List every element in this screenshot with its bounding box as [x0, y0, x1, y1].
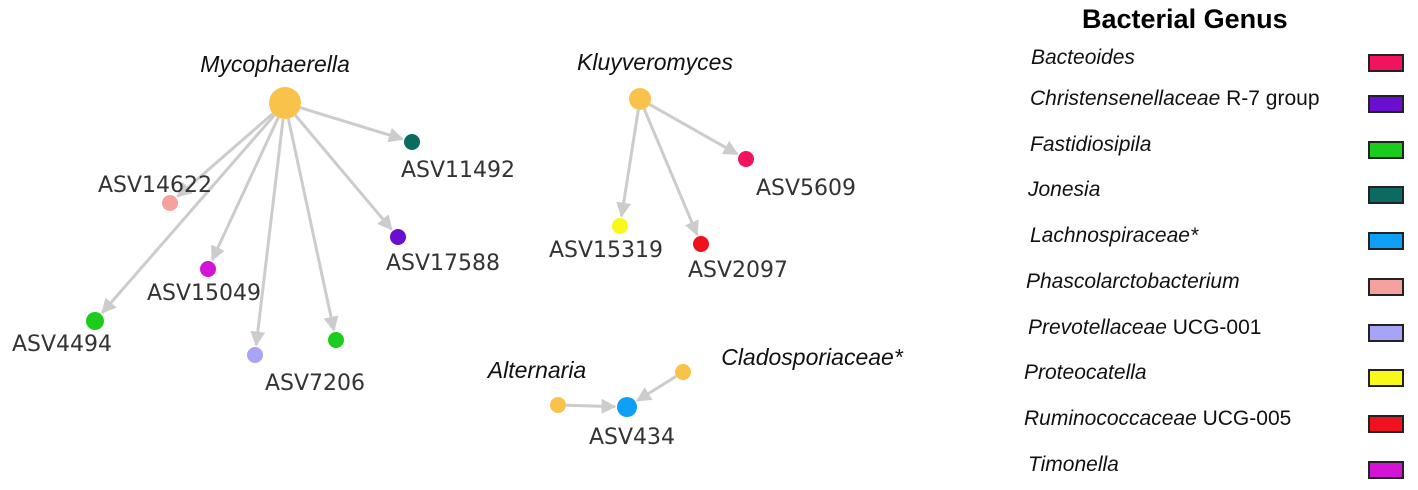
fungus-node-kluy[interactable]: [629, 88, 651, 110]
asv-node-asv_unl[interactable]: [328, 332, 344, 348]
legend-item-label: Ruminococcaceae UCG-005: [1024, 407, 1291, 431]
asv-label-asv4494: ASV4494: [12, 332, 112, 357]
legend-swatch: [1368, 461, 1404, 479]
fungus-label-myco: Mycophaerella: [200, 51, 350, 77]
fungus-label-alt: Alternaria: [486, 357, 586, 383]
fungus-label-clado: Cladosporiaceae*: [721, 344, 904, 370]
edge-myco-asv17588: [294, 114, 393, 231]
edge-myco-asv7206: [250, 118, 285, 347]
edge-myco-asv_unl: [286, 118, 339, 332]
legend-item: Timonella: [1020, 449, 1410, 487]
legend-swatch: [1368, 278, 1404, 296]
legend-item-label: Christensenellaceae R-7 group: [1030, 87, 1320, 111]
legend-item-genus: Bacteoides: [1031, 46, 1135, 69]
edge-myco-asv11492: [299, 106, 404, 143]
legend-item-genus: Phascolarctobacterium: [1026, 270, 1240, 293]
legend-item: Bacteoides: [1020, 42, 1410, 80]
legend-item: Christensenellaceae R-7 group: [1020, 83, 1410, 121]
legend-item-label: Fastidiosipila: [1030, 133, 1151, 157]
legend-item-genus: Fastidiosipila: [1030, 133, 1152, 156]
edge-clado-asv434: [635, 374, 678, 402]
legend-item-label: Bacteoides: [1031, 46, 1135, 70]
legend-item-suffix: UCG-001: [1166, 316, 1262, 339]
legend-item: Proteocatella: [1020, 357, 1410, 395]
nodes: [86, 87, 754, 417]
edge-myco-asv14622: [176, 112, 274, 198]
legend-swatch: [1368, 141, 1404, 159]
edge-kluy-asv15319: [616, 109, 640, 218]
legend-item: Ruminococcaceae UCG-005: [1020, 403, 1410, 441]
legend-item: Jonesia: [1020, 174, 1410, 212]
asv-node-asv15049[interactable]: [200, 261, 216, 277]
legend-item-genus: Ruminococcaceae: [1024, 407, 1197, 430]
asv-label-asv2097: ASV2097: [688, 258, 788, 283]
asv-node-asv14622[interactable]: [162, 195, 178, 211]
asv-node-asv15319[interactable]: [612, 218, 628, 234]
asv-label-asv434: ASV434: [589, 425, 675, 450]
asv-node-asv2097[interactable]: [693, 236, 709, 252]
legend-swatch: [1368, 369, 1404, 387]
legend-swatch: [1368, 232, 1404, 250]
legend-item-genus: Prevotellaceae: [1028, 316, 1167, 339]
legend-item-label: Phascolarctobacterium: [1026, 270, 1240, 294]
asv-node-asv5609[interactable]: [738, 151, 754, 167]
asv-node-asv7206[interactable]: [247, 347, 263, 363]
legend-item-genus: Christensenellaceae: [1030, 87, 1221, 110]
legend-item-label: Prevotellaceae UCG-001: [1028, 316, 1261, 340]
legend-swatch: [1368, 95, 1404, 113]
legend-item-genus: Timonella: [1028, 453, 1119, 476]
asv-label-asv14622: ASV14622: [98, 173, 212, 198]
legend-item-label: Timonella: [1028, 453, 1119, 477]
legend-swatch: [1368, 415, 1404, 433]
asv-node-asv11492[interactable]: [404, 134, 420, 150]
fungus-node-clado[interactable]: [675, 364, 691, 380]
asv-label-asv15049: ASV15049: [147, 281, 261, 306]
legend-swatch: [1368, 324, 1404, 342]
edge-kluy-asv2097: [642, 108, 699, 237]
legend-item-label: Proteocatella: [1024, 361, 1147, 385]
legend-swatch: [1368, 54, 1404, 72]
asv-label-asv15319: ASV15319: [549, 238, 663, 263]
legend-item-label: Lachnospiraceae*: [1030, 224, 1198, 248]
legend-item: Fastidiosipila: [1020, 129, 1410, 167]
edges: [101, 103, 739, 414]
asv-node-asv17588[interactable]: [390, 229, 406, 245]
legend-item: Phascolarctobacterium: [1020, 266, 1410, 304]
edge-myco-asv15049: [210, 116, 280, 262]
legend-item: Prevotellaceae UCG-001: [1020, 312, 1410, 350]
legend-title: Bacterial Genus: [1082, 4, 1288, 34]
fungus-node-myco[interactable]: [269, 87, 301, 119]
legend-item-suffix: UCG-005: [1196, 407, 1292, 430]
asv-label-asv5609: ASV5609: [756, 176, 856, 201]
asv-node-asv434[interactable]: [617, 397, 637, 417]
fungus-label-kluy: Kluyveromyces: [577, 49, 733, 75]
fungus-node-alt[interactable]: [550, 397, 566, 413]
asv-label-asv11492: ASV11492: [401, 158, 515, 183]
asv-label-asv17588: ASV17588: [386, 251, 500, 276]
legend-item-genus: Proteocatella: [1024, 361, 1147, 384]
edge-alt-asv434: [565, 398, 617, 414]
asv-node-asv4494[interactable]: [86, 312, 104, 330]
asv-label-asv7206: ASV7206: [265, 371, 365, 396]
legend-swatch: [1368, 186, 1404, 204]
legend-item-label: Jonesia: [1028, 178, 1100, 202]
legend-item-suffix: R-7 group: [1220, 87, 1320, 110]
legend-item: Lachnospiraceae*: [1020, 220, 1410, 258]
edge-myco-asv4494: [101, 114, 276, 314]
legend-item-genus: Lachnospiraceae*: [1030, 224, 1199, 247]
legend-item-genus: Jonesia: [1028, 178, 1101, 201]
edge-kluy-asv5609: [648, 103, 739, 156]
